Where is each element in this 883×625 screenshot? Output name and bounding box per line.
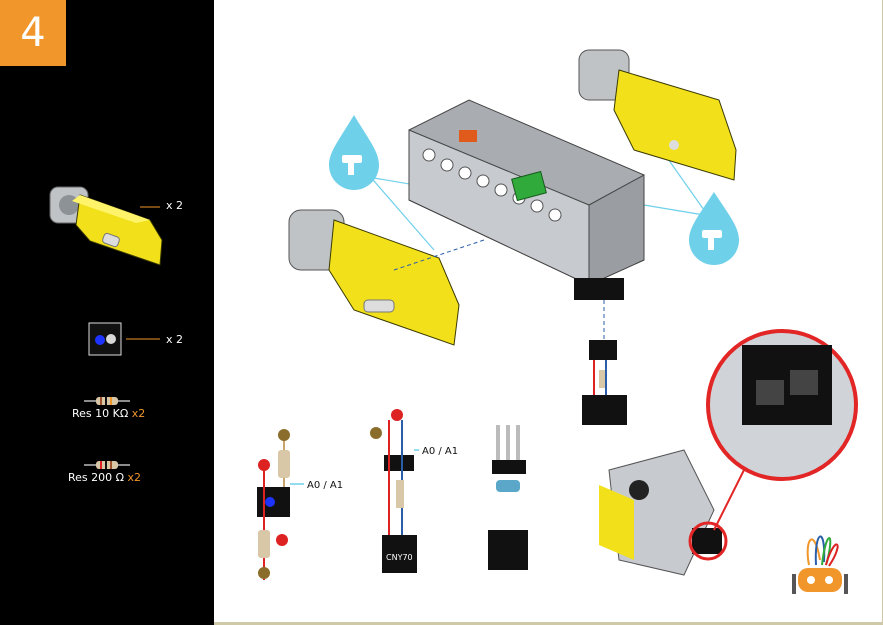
motor-top-right bbox=[578, 49, 737, 181]
water-drop-icon bbox=[329, 115, 379, 190]
sensor-quantity: x 2 bbox=[166, 333, 184, 346]
resistor-10k-label: Res 10 KΩ x2 bbox=[72, 407, 146, 420]
water-drop-icon bbox=[689, 192, 739, 265]
chassis-frame bbox=[408, 99, 645, 300]
resistor-10k-icon bbox=[84, 397, 130, 405]
assembled-robot bbox=[599, 449, 722, 576]
sidebar-panel bbox=[0, 0, 214, 625]
resistor-200-label: Res 200 Ω x2 bbox=[68, 471, 142, 484]
motor-quantity: x 2 bbox=[166, 199, 184, 212]
sensor-stack-small bbox=[582, 340, 627, 425]
step-number: 4 bbox=[0, 0, 66, 66]
wiring-diagram-middle: CNY70 A0 / A1 bbox=[370, 409, 458, 573]
callout-zoom-circle bbox=[706, 329, 858, 481]
robot-logo bbox=[792, 535, 848, 594]
module-text: CNY70 bbox=[386, 553, 413, 562]
resistor-200-icon bbox=[84, 461, 130, 469]
callout-small-circle bbox=[688, 521, 728, 561]
pin-label-middle: A0 / A1 bbox=[422, 446, 458, 457]
ir-sensor-icon bbox=[88, 322, 160, 356]
motor-part-icon bbox=[49, 186, 163, 266]
sensor-module-photo bbox=[488, 425, 528, 570]
bottom-border bbox=[214, 622, 883, 625]
pin-label-left: A0 / A1 bbox=[307, 480, 343, 491]
wiring-diagram-left: A0 / A1 bbox=[257, 429, 343, 580]
assembly-illustration: A0 / A1 CNY70 A0 / A1 bbox=[257, 49, 858, 594]
motor-left bbox=[288, 209, 460, 346]
assembly-canvas bbox=[214, 0, 883, 625]
